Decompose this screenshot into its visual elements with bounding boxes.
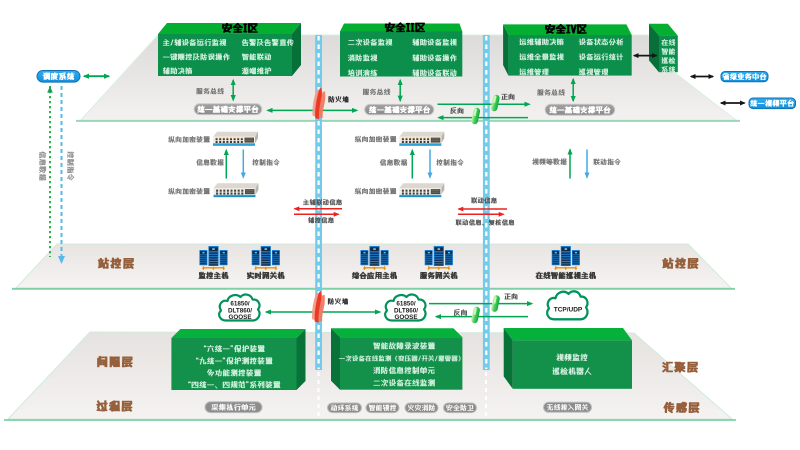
svg-text:TCP/UDP: TCP/UDP	[554, 307, 583, 314]
svg-text:61850/: 61850/	[230, 301, 250, 308]
svg-text:DLT860/: DLT860/	[394, 307, 418, 314]
svg-text:DLT860/: DLT860/	[228, 307, 252, 314]
svg-text:61850/: 61850/	[396, 301, 416, 308]
svg-text:GOOSE: GOOSE	[394, 314, 417, 321]
svg-text:GOOSE: GOOSE	[228, 314, 251, 321]
